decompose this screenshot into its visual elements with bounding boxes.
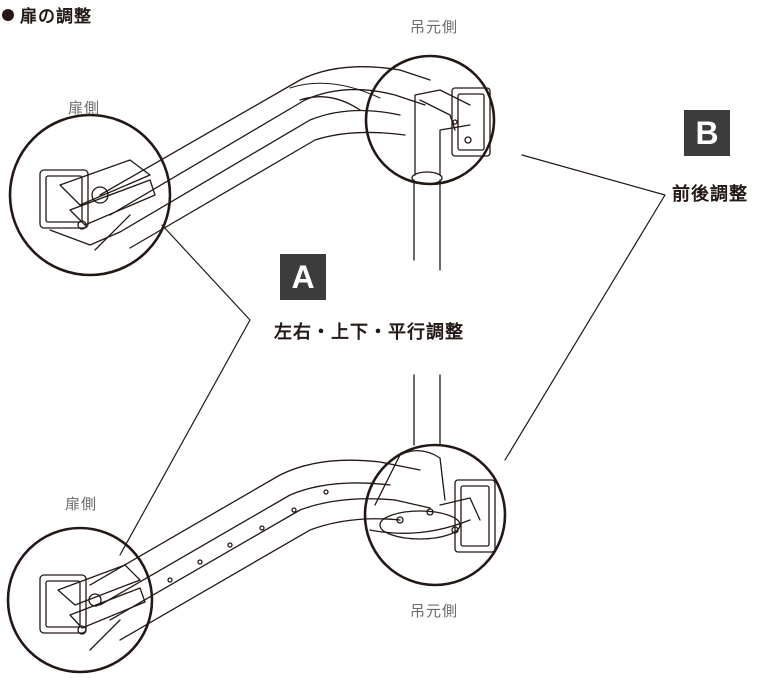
hinge-side-label-top: 吊元側 <box>410 18 459 36</box>
callout-a-text: 左右・上下・平行調整 <box>274 322 464 343</box>
callout-b-badge: B <box>684 110 730 156</box>
bullet-icon <box>2 9 14 21</box>
lower-arm-assembly <box>89 459 431 641</box>
callout-a-badge: A <box>280 254 326 300</box>
callout-b-text: 前後調整 <box>672 184 748 205</box>
lower-hinge-side-detail <box>363 443 507 587</box>
callout-leader-lines <box>119 154 666 556</box>
title-text: 扉の調整 <box>20 7 92 27</box>
door-side-label-top: 扉側 <box>68 99 101 117</box>
lower-door-side-detail <box>6 526 154 674</box>
hinge-side-label-bottom: 吊元側 <box>410 602 459 620</box>
section-title: 扉の調整 <box>2 2 92 27</box>
door-side-label-bottom: 扉側 <box>65 495 98 513</box>
upper-door-side-detail <box>8 113 172 277</box>
upper-arm-assembly <box>99 66 441 446</box>
upper-hinge-side-detail <box>364 54 496 186</box>
